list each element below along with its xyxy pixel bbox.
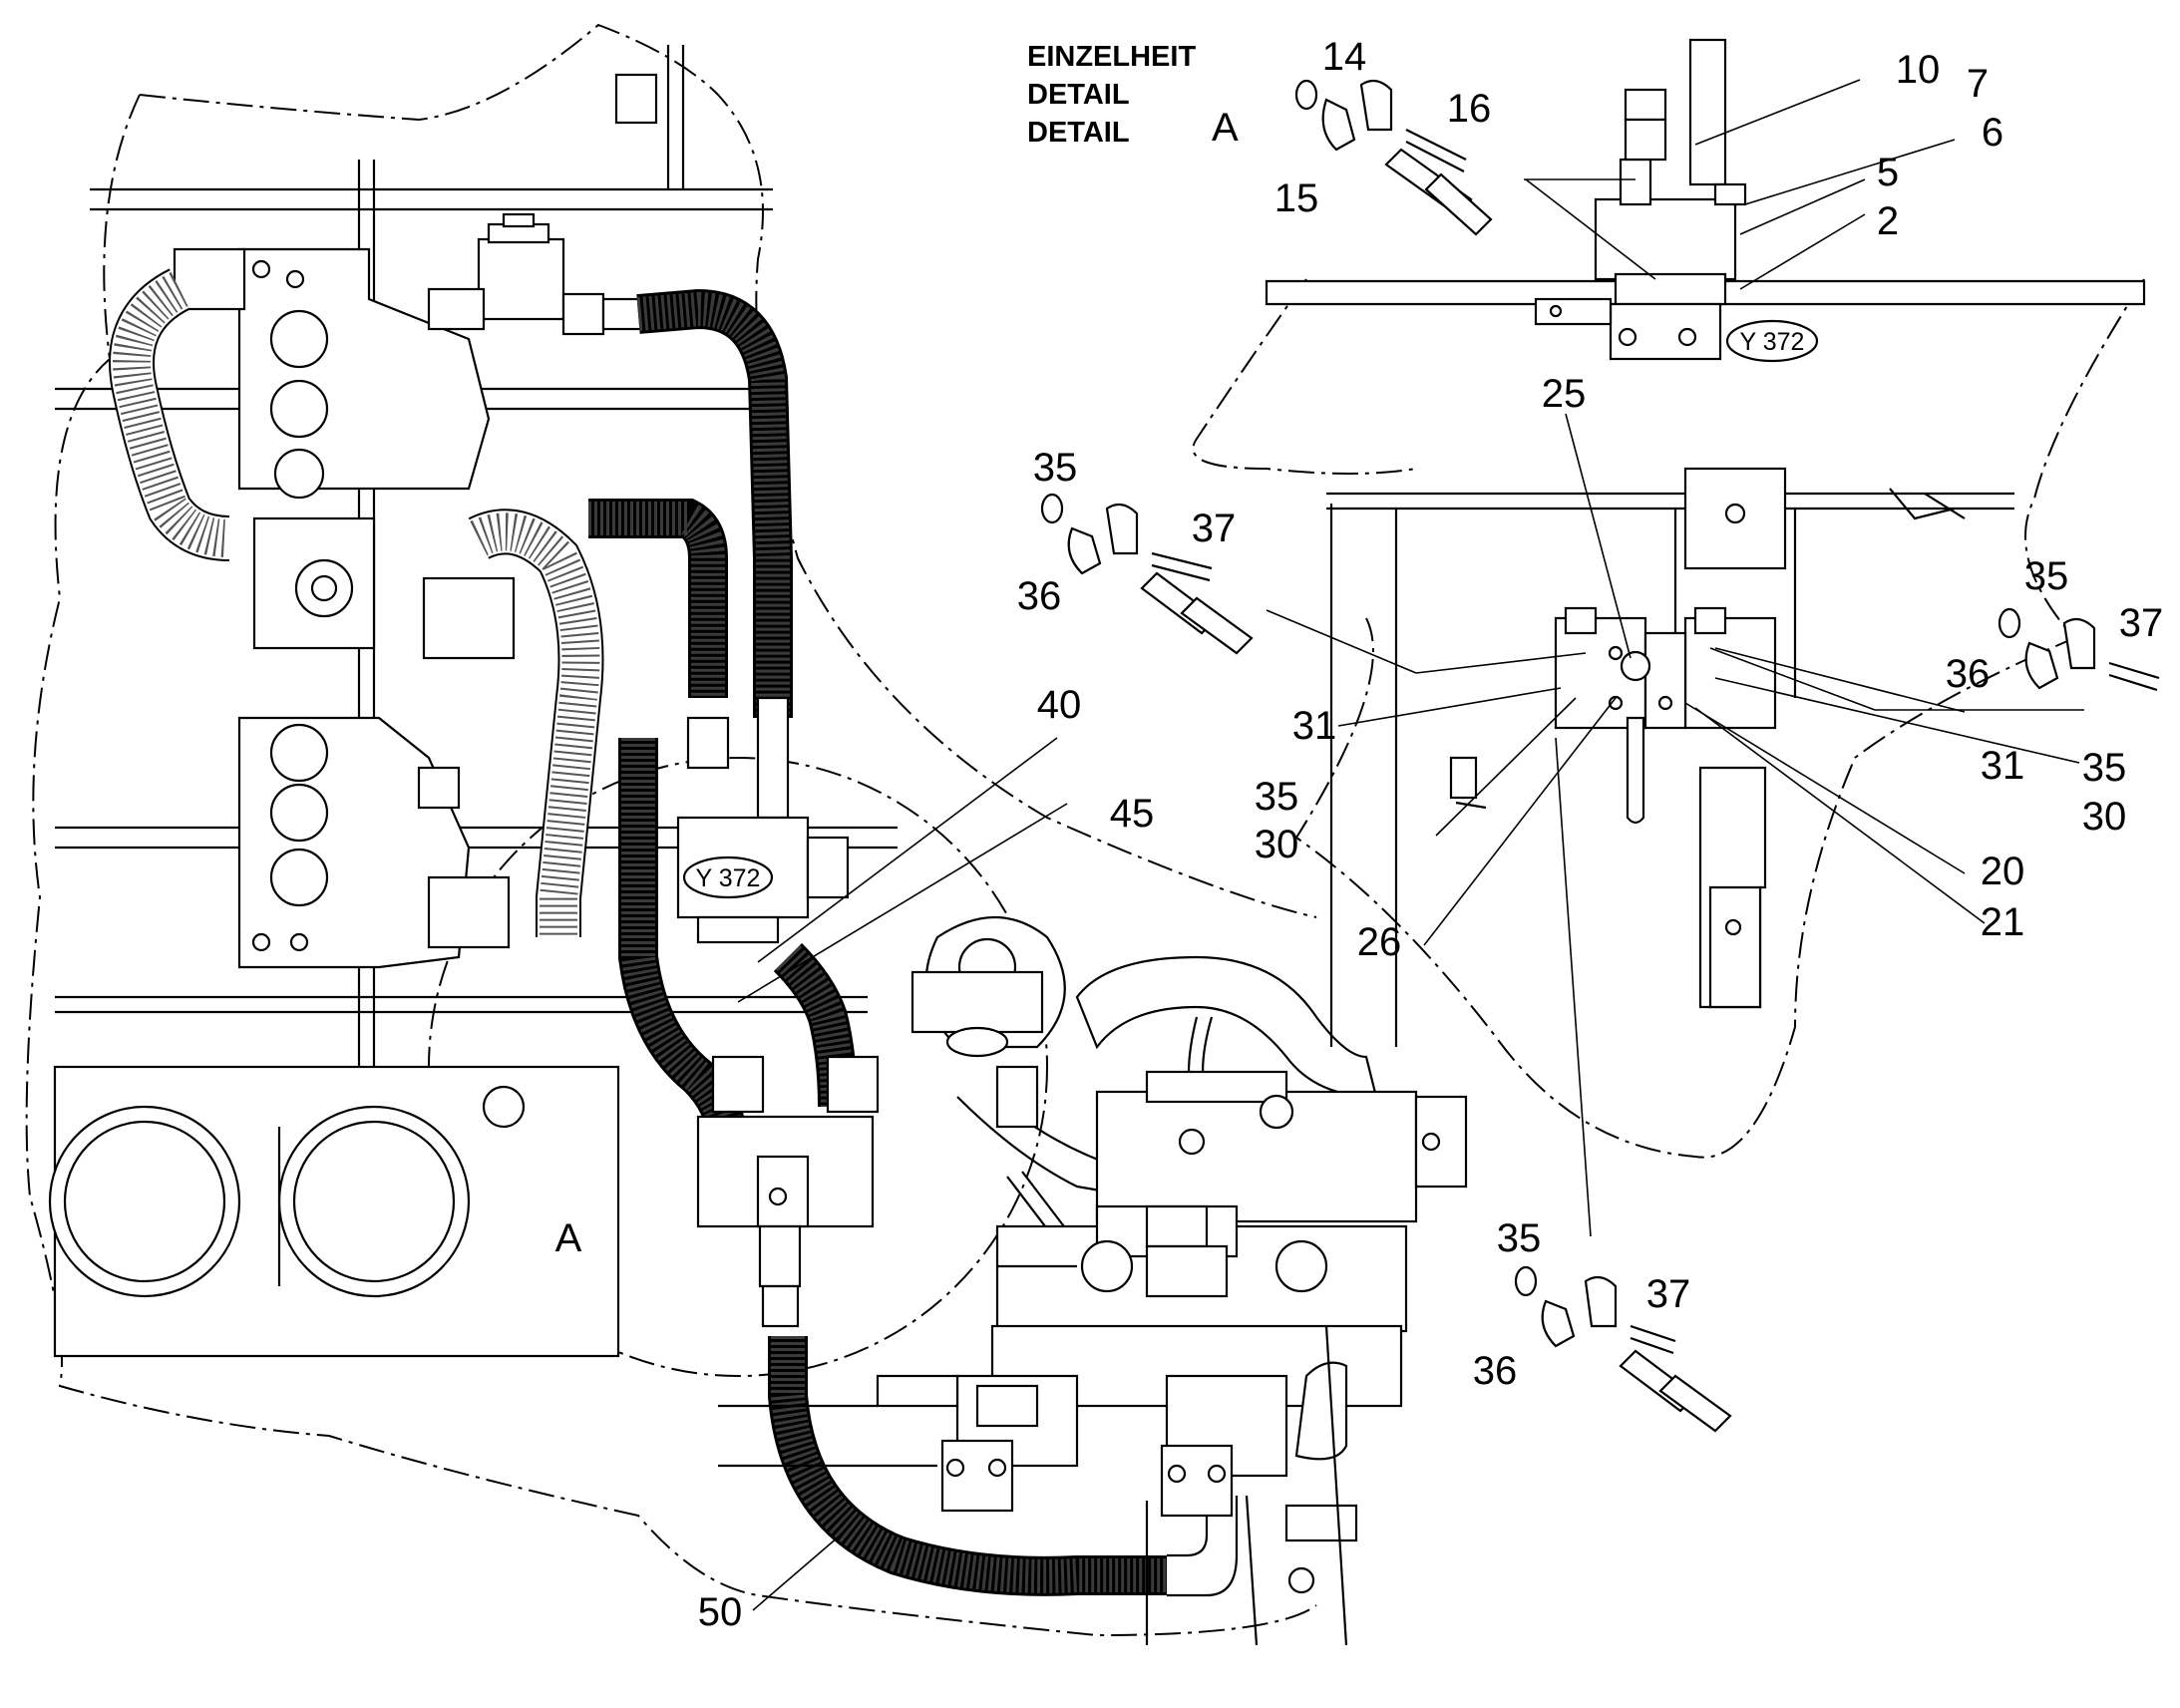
callout-35-right: 35 bbox=[2024, 554, 2069, 598]
lower-manifold bbox=[696, 1055, 880, 1328]
callout-25: 25 bbox=[1542, 372, 1587, 416]
y372-valve-main: Y 372 bbox=[676, 696, 850, 944]
fitting-set-bottom bbox=[1514, 1265, 1732, 1433]
detail-title-line-2: DETAIL bbox=[1027, 79, 1130, 111]
detail-title-line-1: EINZELHEIT bbox=[1027, 41, 1196, 73]
callout-35-mid-left: 35 bbox=[1255, 775, 1299, 819]
callout-5: 5 bbox=[1877, 151, 1899, 194]
callout-36-bottom: 36 bbox=[1473, 1349, 1518, 1393]
callout-10: 10 bbox=[1896, 48, 1941, 92]
callout-31-right: 31 bbox=[1981, 744, 2025, 788]
fitting-set-left bbox=[1040, 493, 1254, 655]
callout-21: 21 bbox=[1981, 900, 2025, 944]
callout-35-left: 35 bbox=[1033, 446, 1078, 490]
callout-20: 20 bbox=[1981, 850, 2025, 893]
y372-tag-main: Y 372 bbox=[696, 864, 761, 892]
callout-30-right: 30 bbox=[2082, 795, 2127, 839]
leader-lines bbox=[737, 79, 2084, 1611]
valve-block-upper bbox=[173, 247, 491, 500]
detail-title-line-3: DETAIL bbox=[1027, 117, 1130, 149]
callout-50: 50 bbox=[698, 1590, 743, 1634]
y372-tag-detail: Y 372 bbox=[1740, 328, 1805, 356]
detail-a-assembly: Y 372 bbox=[1265, 38, 2146, 1047]
mid-manifold bbox=[252, 516, 516, 949]
callout-15: 15 bbox=[1274, 176, 1319, 220]
callout-30-left: 30 bbox=[1255, 823, 1299, 866]
callout-26: 26 bbox=[1357, 920, 1402, 964]
callout-7: 7 bbox=[1967, 62, 1989, 106]
top-solenoid bbox=[427, 212, 645, 336]
fitting-set-right bbox=[1998, 607, 2160, 692]
callout-labels: 14 16 15 10 7 6 5 2 25 35 37 36 35 37 36… bbox=[698, 35, 2164, 1634]
callout-37-left: 37 bbox=[1192, 507, 1237, 550]
tank-lower-left bbox=[48, 1065, 620, 1358]
detail-a-title: EINZELHEIT DETAIL DETAIL A bbox=[1027, 41, 1239, 150]
callout-35-mid-right: 35 bbox=[2082, 746, 2127, 790]
hoses bbox=[109, 268, 1357, 1597]
callout-40: 40 bbox=[1037, 683, 1082, 727]
callout-2: 2 bbox=[1877, 199, 1899, 243]
valve-block-lower bbox=[237, 716, 471, 969]
main-view-boundary bbox=[25, 23, 1317, 1637]
callout-31-left: 31 bbox=[1292, 704, 1337, 748]
callout-16: 16 bbox=[1447, 87, 1492, 131]
callout-14: 14 bbox=[1322, 35, 1367, 79]
view-marker-a: A bbox=[555, 1216, 582, 1260]
callout-37-right: 37 bbox=[2119, 601, 2164, 645]
callout-6: 6 bbox=[1982, 111, 2003, 155]
callout-36-left: 36 bbox=[1017, 574, 1062, 618]
callout-35-bottom: 35 bbox=[1497, 1216, 1542, 1260]
detail-boundary bbox=[1192, 278, 2145, 1159]
callout-36-right: 36 bbox=[1946, 652, 1991, 696]
pump-assembly bbox=[718, 915, 1468, 1646]
callout-37-bottom: 37 bbox=[1646, 1272, 1691, 1316]
fitting-set-top bbox=[1294, 79, 1493, 236]
detail-letter: A bbox=[1212, 106, 1239, 150]
callout-45: 45 bbox=[1110, 792, 1155, 836]
